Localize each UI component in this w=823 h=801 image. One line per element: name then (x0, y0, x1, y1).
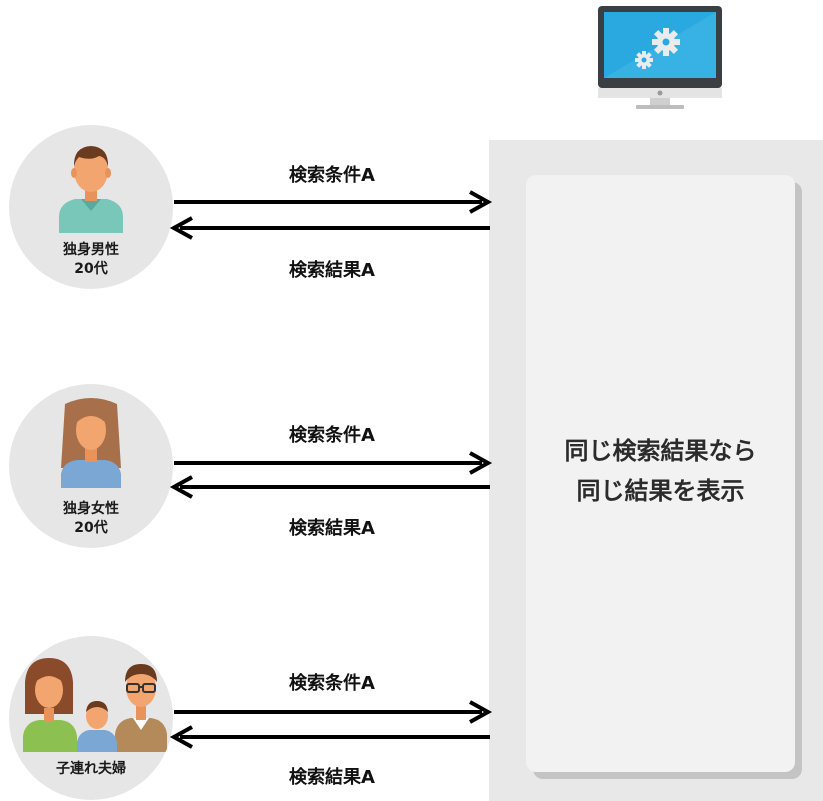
response-arrow (170, 216, 490, 240)
request-arrow (174, 190, 493, 214)
request-label: 検索条件A (289, 165, 375, 186)
request-arrow (174, 700, 493, 724)
persona-label-line1: 子連れ夫婦 (56, 761, 126, 777)
server-message-line1: 同じ検索結果なら (564, 437, 757, 465)
computer-monitor-gears-icon (598, 6, 722, 110)
request-label: 検索条件A (289, 425, 375, 446)
server-inner-card (526, 175, 795, 772)
persona-label-line1: 独身男性 (63, 242, 119, 258)
persona-single-woman: 独身女性 20代 (9, 384, 173, 548)
server-message: 同じ検索結果なら 同じ結果を表示 (526, 431, 795, 511)
single-man-20s-icon (59, 146, 123, 233)
persona-label-line2: 20代 (74, 520, 108, 536)
persona-couple-with-child: 子連れ夫婦 (9, 636, 173, 800)
single-woman-20s-icon (61, 398, 121, 488)
response-label: 検索結果A (289, 767, 375, 788)
persona-label-line2: 20代 (74, 261, 108, 277)
server-message-line2: 同じ結果を表示 (576, 477, 745, 505)
persona-label-line1: 独身女性 (63, 501, 119, 517)
request-label: 検索条件A (289, 673, 375, 694)
couple-with-child-icon (23, 658, 167, 752)
response-arrow (170, 475, 490, 499)
response-label: 検索結果A (289, 260, 375, 281)
persona-single-man: 独身男性 20代 (9, 125, 173, 289)
response-label: 検索結果A (289, 518, 375, 539)
response-arrow (170, 725, 490, 749)
request-arrow (174, 451, 493, 475)
